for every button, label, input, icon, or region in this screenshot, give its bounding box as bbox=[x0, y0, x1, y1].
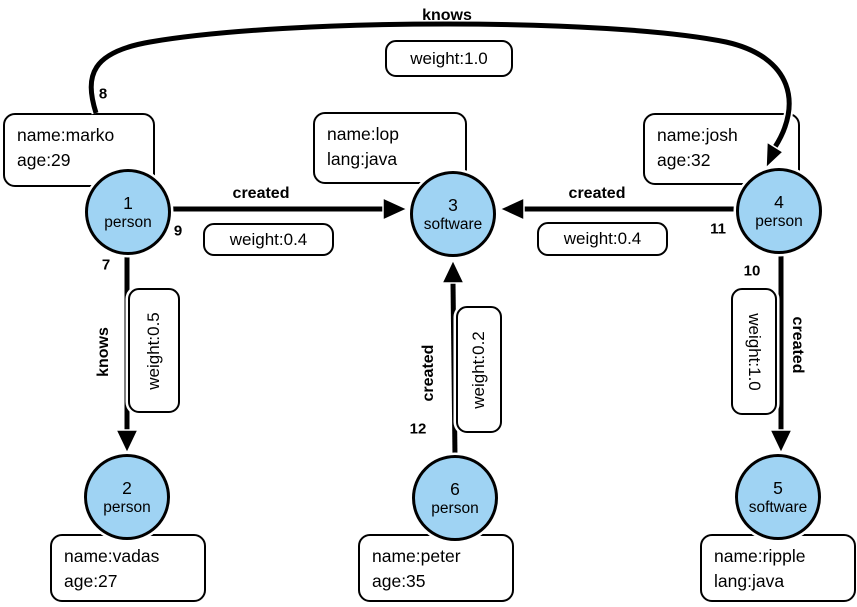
node-type: software bbox=[423, 215, 483, 233]
weight-label: weight:1.0 bbox=[410, 48, 488, 68]
weight-box-edge-8: weight:1.0 bbox=[385, 40, 513, 77]
property-line: name:ripple bbox=[714, 546, 806, 566]
property-line: lang:java bbox=[714, 571, 785, 591]
edge-label-created-down: created bbox=[789, 316, 806, 374]
weight-label: weight:0.4 bbox=[563, 229, 642, 248]
property-box-ripple: name:ripple lang:java bbox=[700, 534, 856, 602]
node-type: person bbox=[103, 498, 151, 516]
edge-id-11: 11 bbox=[710, 220, 726, 238]
edge-label-created-middle: created bbox=[420, 344, 437, 402]
property-line: name:marko bbox=[17, 125, 115, 145]
edge-label-knows-vertical: knows bbox=[95, 327, 112, 377]
edge-11-arrowhead bbox=[498, 196, 525, 222]
edge-id-9: 9 bbox=[173, 222, 183, 240]
edge-id-12: 12 bbox=[409, 420, 427, 438]
edge-12-arrowhead bbox=[440, 258, 466, 284]
node-id: 6 bbox=[450, 478, 460, 499]
weight-label: weight:0.5 bbox=[144, 311, 163, 390]
weight-box-edge-12: weight:0.2 bbox=[456, 306, 502, 433]
edge-9-arrowhead bbox=[382, 196, 409, 222]
node-type: person bbox=[755, 212, 803, 230]
edge-8-arrowhead bbox=[765, 140, 785, 170]
weight-box-edge-10: weight:1.0 bbox=[731, 288, 777, 415]
edge-id-10: 10 bbox=[743, 262, 761, 280]
node-type: software bbox=[748, 498, 808, 516]
weight-box-edge-7: weight:0.5 bbox=[128, 288, 180, 413]
weight-box-edge-11: weight:0.4 bbox=[537, 222, 668, 256]
node-id: 5 bbox=[773, 477, 783, 498]
edge-7-arrowhead bbox=[114, 429, 140, 455]
property-box-vadas: name:vadas age:27 bbox=[50, 534, 206, 602]
node-4: 4 person bbox=[736, 168, 822, 254]
edge-label-created-right: created bbox=[568, 185, 626, 202]
node-5: 5 software bbox=[735, 454, 821, 540]
node-type: person bbox=[431, 499, 479, 517]
property-line: name:josh bbox=[657, 125, 738, 145]
property-line: age:27 bbox=[64, 571, 118, 591]
weight-box-edge-9: weight:0.4 bbox=[203, 223, 334, 256]
edge-label-created-left: created bbox=[232, 185, 290, 202]
node-id: 3 bbox=[448, 194, 458, 215]
edge-8-arc bbox=[88, 21, 792, 149]
property-line: name:peter bbox=[372, 546, 461, 566]
node-3: 3 software bbox=[410, 171, 496, 257]
property-box-peter: name:peter age:35 bbox=[358, 534, 514, 602]
edge-10-arrowhead bbox=[768, 429, 794, 455]
node-id: 1 bbox=[123, 192, 133, 213]
property-line: age:35 bbox=[372, 571, 426, 591]
property-line: name:lop bbox=[327, 124, 399, 144]
weight-label: weight:0.2 bbox=[469, 330, 488, 409]
property-line: lang:java bbox=[327, 149, 398, 169]
node-id: 4 bbox=[774, 191, 784, 212]
weight-label: weight:0.4 bbox=[229, 229, 308, 249]
edge-12-line bbox=[450, 281, 458, 458]
node-1: 1 person bbox=[85, 169, 171, 255]
property-line: age:32 bbox=[657, 150, 711, 170]
property-line: age:29 bbox=[17, 150, 71, 170]
property-line: name:vadas bbox=[64, 546, 160, 566]
node-type: person bbox=[104, 213, 152, 231]
edge-arrowheads bbox=[114, 140, 794, 455]
edge-id-7: 7 bbox=[101, 256, 111, 274]
node-6: 6 person bbox=[412, 455, 498, 541]
edge-label-knows-top: knows bbox=[422, 7, 472, 24]
node-id: 2 bbox=[122, 477, 132, 498]
node-2: 2 person bbox=[84, 454, 170, 540]
edge-id-8: 8 bbox=[98, 85, 108, 103]
edge-lines bbox=[88, 21, 792, 458]
weight-label: weight:1.0 bbox=[745, 312, 764, 391]
